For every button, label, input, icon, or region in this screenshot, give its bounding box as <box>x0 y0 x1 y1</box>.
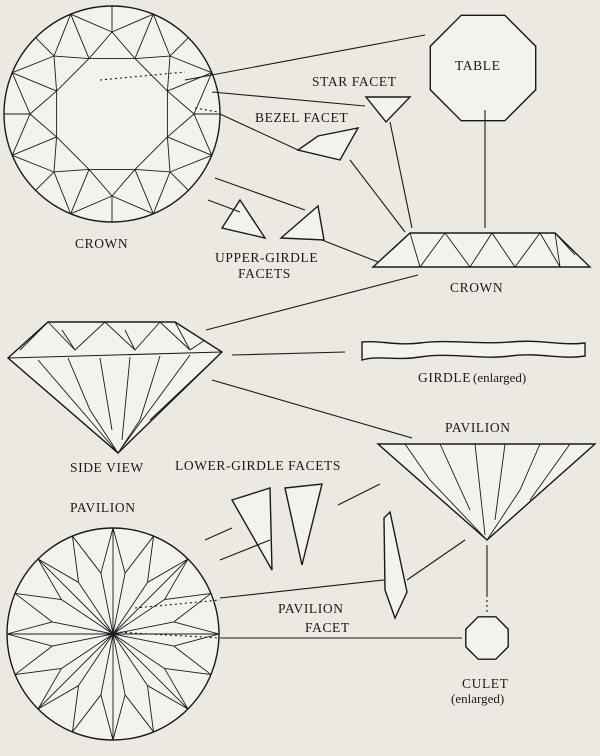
label-pavilion-left: PAVILION <box>70 500 136 515</box>
upper-girdle-facet-left <box>222 200 265 238</box>
girdle-enlarged-shape <box>362 341 585 360</box>
label-bezel-facet: BEZEL FACET <box>255 110 348 125</box>
crown-top-view <box>4 6 220 222</box>
pavilion-facet-shape <box>384 512 407 618</box>
label-culet-enlarged: (enlarged) <box>451 691 504 706</box>
label-pavilion-right: PAVILION <box>445 420 511 435</box>
bezel-facet-shape <box>298 128 358 160</box>
lower-girdle-facet-right <box>285 484 322 565</box>
label-crown-left: CROWN <box>75 236 128 251</box>
label-side-view: SIDE VIEW <box>70 460 144 475</box>
culet-octagon <box>466 617 508 659</box>
label-girdle-enlarged: (enlarged) <box>473 370 526 385</box>
label-table: TABLE <box>455 58 500 73</box>
label-star-facet: STAR FACET <box>312 74 397 89</box>
side-view-diamond <box>8 322 222 453</box>
label-girdle: GIRDLE <box>418 370 471 385</box>
upper-girdle-facet-right <box>281 206 324 240</box>
crown-side-view <box>373 233 590 267</box>
label-upper-girdle-facets: FACETS <box>238 266 291 281</box>
pavilion-side-view <box>378 444 595 540</box>
star-facet-shape <box>366 97 410 122</box>
label-lower-girdle-facets: LOWER-GIRDLE FACETS <box>175 458 341 473</box>
label-upper-girdle: UPPER-GIRDLE <box>215 250 318 265</box>
lower-girdle-facet-left <box>232 488 272 570</box>
label-crown-right: CROWN <box>450 280 503 295</box>
label-culet: CULET <box>462 676 509 691</box>
label-pavilion-facet-2: FACET <box>305 620 350 635</box>
pavilion-bottom-view <box>7 528 219 740</box>
label-pavilion-facet: PAVILION <box>278 601 344 616</box>
